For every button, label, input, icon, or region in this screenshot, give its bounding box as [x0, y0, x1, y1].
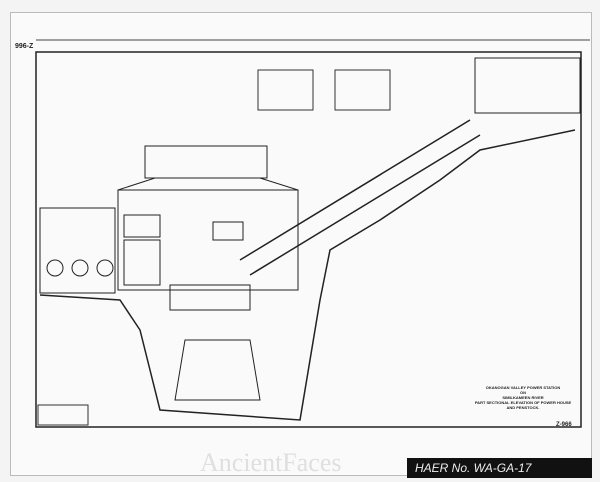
draft-tube: [174, 339, 261, 401]
title-block: OKANOGAN VALLEY POWER STATION ON SIMILKA…: [468, 385, 578, 410]
powerhouse: [117, 189, 299, 291]
sheet-number: Z-966: [556, 422, 572, 428]
corner-label: 996-Z: [15, 43, 34, 50]
transformer: [46, 259, 64, 277]
haer-stamp: HAER No. WA-GA-17: [407, 458, 592, 478]
monitor-roof: [144, 145, 268, 179]
powerhouse-roof: [117, 177, 299, 191]
watermark: AncientFaces: [200, 448, 342, 477]
title-line: ON: [520, 390, 526, 395]
generator: [169, 284, 251, 311]
terrain-profile: [39, 129, 576, 421]
window: [123, 214, 161, 238]
title-line: PART SECTIONAL ELEVATION OF POWER HOUSE: [474, 400, 572, 405]
title-line: OKANOGAN VALLEY POWER STATION: [485, 385, 561, 390]
transformer: [71, 259, 89, 277]
window: [212, 221, 244, 241]
detail-2: [334, 69, 391, 111]
detail-1: [257, 69, 314, 111]
door: [123, 239, 161, 286]
title-line: AND PENSTOCK.: [506, 405, 540, 410]
drawing-border: [35, 51, 582, 428]
transformer-house: [39, 207, 116, 294]
surge-tank: [474, 57, 581, 114]
transformer: [96, 259, 114, 277]
title-line: SIMILKAMEEN RIVER: [502, 395, 544, 400]
notes-box: [37, 404, 89, 426]
penstock: [239, 119, 481, 276]
